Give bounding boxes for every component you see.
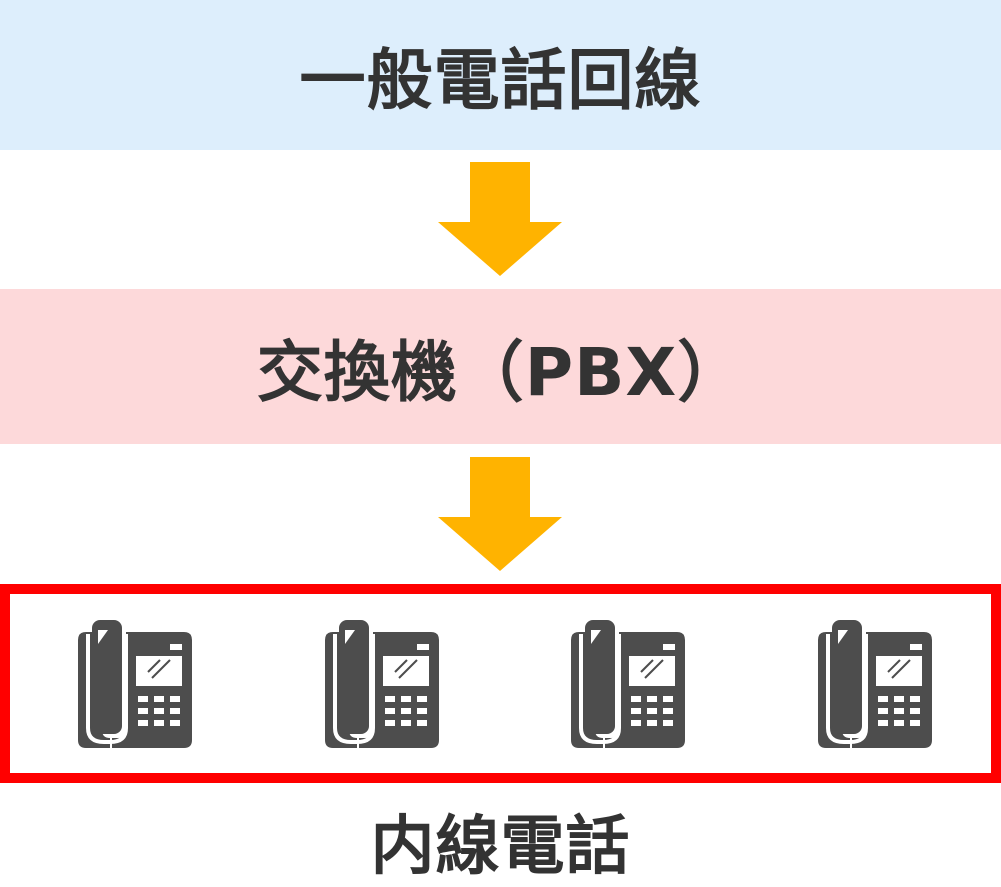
down-arrow-icon bbox=[438, 162, 562, 276]
desk-phone-icon bbox=[571, 620, 687, 748]
public-phone-line-node: 一般電話回線 bbox=[0, 0, 1001, 150]
public-phone-line-label: 一般電話回線 bbox=[299, 42, 702, 119]
desk-phone-icon bbox=[325, 620, 441, 748]
extension-phone-label: 内線電話 bbox=[370, 810, 631, 884]
desk-phone-icon bbox=[78, 620, 194, 748]
extension-phones-group bbox=[0, 584, 1001, 783]
desk-phone-icon bbox=[818, 620, 934, 748]
pbx-node: 交換機（PBX） bbox=[0, 289, 1001, 444]
down-arrow-icon bbox=[438, 457, 562, 571]
pbx-label: 交換機（PBX） bbox=[256, 333, 745, 411]
